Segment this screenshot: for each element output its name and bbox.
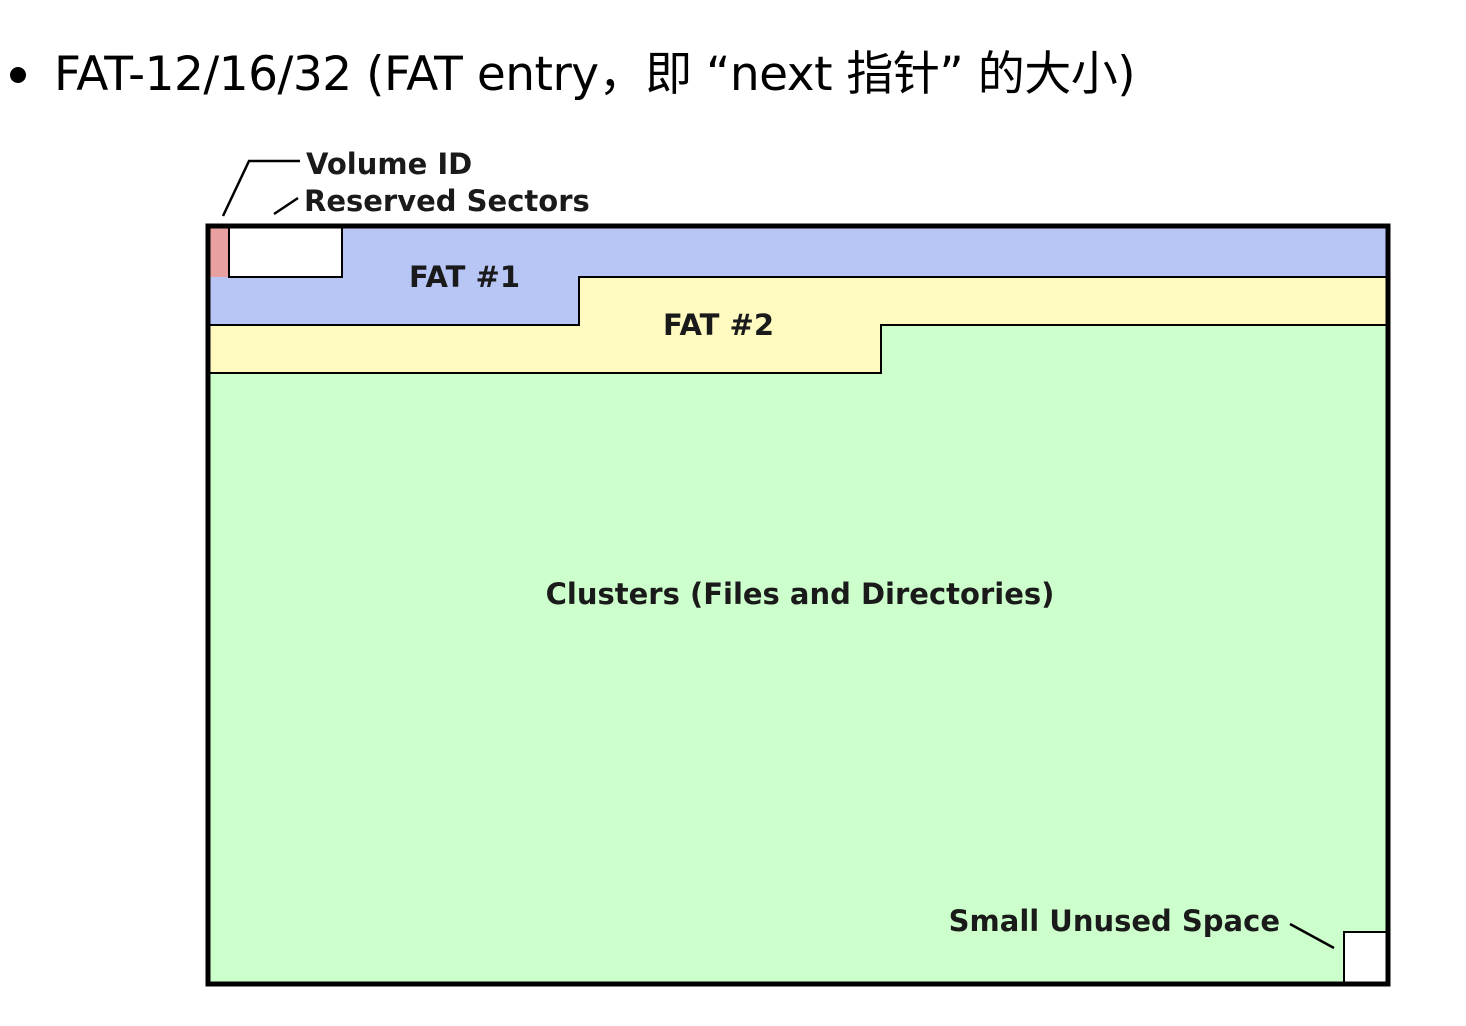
clusters-label: Clusters (Files and Directories) [546, 577, 1055, 611]
disk-outline [205, 223, 1391, 987]
volume-id-region [210, 228, 229, 277]
reserved-sectors-label: Reserved Sectors [304, 184, 590, 218]
bullet-item: FAT-12/16/32 (FAT entry，即 “next 指针” 的大小) [10, 38, 1136, 112]
unused-space-label: Small Unused Space [949, 904, 1280, 938]
volume-id-label: Volume ID [306, 147, 472, 181]
bullet-dot-icon [10, 67, 26, 83]
unused-space-region [1344, 932, 1386, 982]
region-boundaries [210, 228, 1386, 982]
bullet-text: FAT-12/16/32 (FAT entry，即 “next 指针” 的大小) [54, 47, 1136, 102]
fat1-label: FAT #1 [409, 260, 520, 294]
reserved-sectors-region [229, 228, 342, 277]
fat2-label: FAT #2 [663, 308, 774, 342]
fat2-region [210, 277, 1386, 373]
fat-layout-diagram: Volume ID Reserved Sectors FAT #1 FAT #2… [205, 147, 1391, 987]
leader-lines [221, 159, 1335, 950]
